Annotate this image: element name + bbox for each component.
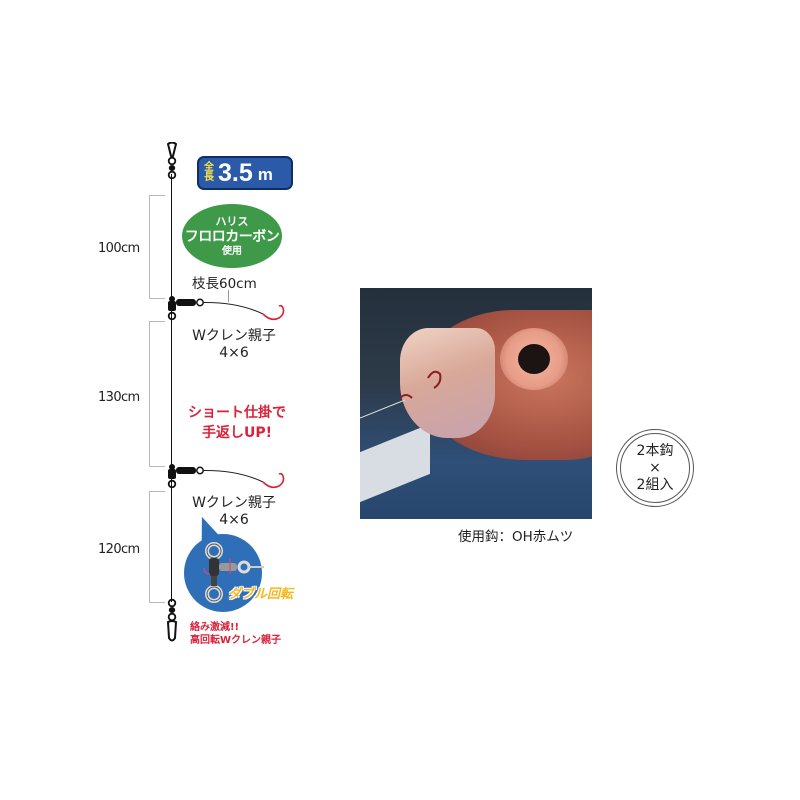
bracket-120cm — [149, 491, 165, 603]
segment-label-130cm: 130cm — [98, 390, 140, 405]
snap-swivel-top-icon — [166, 142, 178, 180]
promo-text: ショート仕掛で 手返しUP! — [188, 405, 286, 441]
total-length-badge: 全 長 3.5 m — [197, 156, 293, 190]
swivel-2-label: Wクレン親子 4×6 — [192, 495, 276, 528]
double-rotation-label: ダブル回転 — [228, 587, 294, 602]
swivel-detail-callout — [184, 534, 262, 612]
tangle-reduction-note: 絡み激減!! 高回転Wクレン親子 — [190, 622, 282, 646]
total-length-value: 3.5 — [218, 158, 253, 187]
photo-hook-line — [360, 370, 442, 419]
crane-swivel-branch-1-icon — [167, 296, 285, 321]
branch-length-label: 枝長60cm — [192, 276, 257, 292]
snap-swivel-bottom-icon — [166, 598, 178, 642]
segment-label-100cm: 100cm — [98, 241, 140, 256]
bracket-130cm — [149, 321, 165, 467]
package-hooks-per-set: 2本鈎 — [636, 442, 674, 459]
segment-label-120cm: 120cm — [98, 542, 140, 557]
branch-length-pointer — [228, 290, 229, 302]
package-set-count: 2組入 — [636, 476, 674, 493]
package-contents-badge: 2本鈎 × 2組入 — [616, 429, 694, 507]
fish-photo — [360, 288, 592, 519]
total-length-prefix: 全 長 — [204, 162, 214, 183]
crane-swivel-branch-2-icon — [167, 464, 285, 489]
total-length-unit: m — [257, 165, 273, 184]
hook-caption: 使用鈎：OH赤ムツ — [458, 529, 574, 545]
swivel-1-label: Wクレン親子 4×6 — [192, 328, 276, 361]
fluorocarbon-leader-badge: ハリス フロロカーボン 使用 — [182, 204, 282, 268]
photo-fish-eye — [518, 344, 550, 374]
main-line — [171, 174, 173, 602]
package-multiply: × — [649, 459, 661, 476]
double-swivel-detail-icon — [203, 542, 264, 603]
bracket-100cm — [149, 195, 165, 299]
photo-fish-mouth — [400, 328, 495, 438]
